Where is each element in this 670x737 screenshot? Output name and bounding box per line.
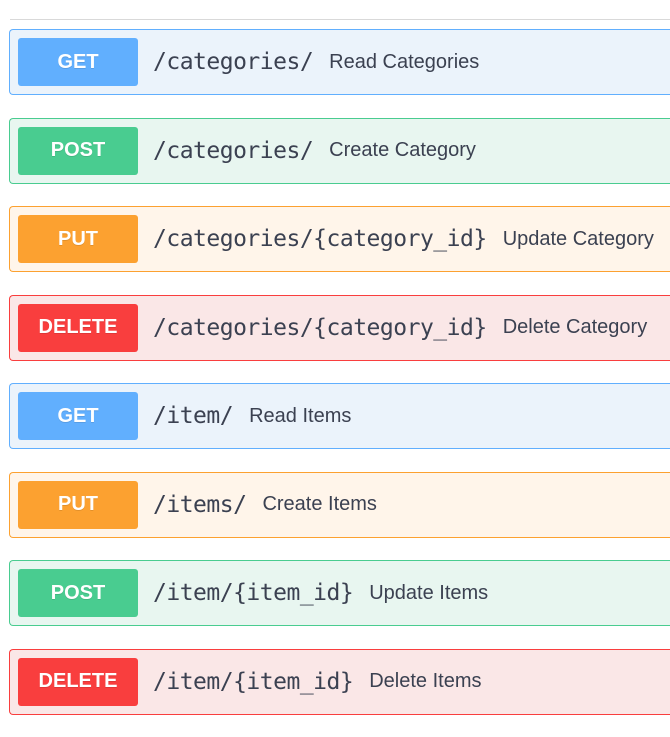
endpoint-summary: Delete Items: [369, 670, 482, 692]
endpoint-path: /categories/{category_id}: [153, 226, 487, 252]
endpoint-path: /categories/: [153, 137, 314, 164]
endpoint-path: /categories/: [153, 49, 314, 75]
method-badge: DELETE: [18, 303, 138, 352]
method-badge: POST: [18, 569, 138, 617]
method-badge: PUT: [18, 215, 138, 263]
method-badge: GET: [18, 392, 138, 440]
endpoint-path: /item/{item_id}: [153, 668, 354, 695]
method-badge: POST: [18, 126, 138, 175]
operation-get-items[interactable]: GET /item/ Read Items: [9, 383, 670, 449]
endpoint-summary: Update Category: [502, 227, 654, 250]
endpoint-path: /item/: [153, 403, 234, 429]
operation-delete-item[interactable]: DELETE /item/{item_id} Delete Items: [9, 648, 670, 715]
endpoint-summary: Read Categories: [329, 50, 480, 73]
endpoint-summary: Create Category: [329, 139, 476, 161]
endpoint-summary: Create Items: [262, 493, 377, 515]
operation-delete-category[interactable]: DELETE /categories/{category_id} Delete …: [9, 294, 670, 361]
operation-post-categories[interactable]: POST /categories/ Create Category: [9, 117, 670, 184]
endpoint-path: /items/: [153, 491, 247, 518]
operation-list: GET /categories/ Read Categories POST /c…: [9, 29, 670, 737]
operation-post-item[interactable]: POST /item/{item_id} Update Items: [9, 560, 670, 626]
endpoint-path: /item/{item_id}: [153, 580, 354, 606]
operation-put-items[interactable]: PUT /items/ Create Items: [9, 471, 670, 538]
method-badge: PUT: [18, 480, 138, 529]
endpoint-path: /categories/{category_id}: [153, 314, 487, 341]
operation-put-category[interactable]: PUT /categories/{category_id} Update Cat…: [9, 206, 670, 272]
operation-get-categories[interactable]: GET /categories/ Read Categories: [9, 29, 670, 95]
method-badge: DELETE: [18, 657, 138, 706]
top-divider: [10, 19, 670, 20]
endpoint-summary: Read Items: [249, 404, 352, 427]
method-badge: GET: [18, 38, 138, 86]
endpoint-summary: Update Items: [369, 581, 489, 604]
endpoint-summary: Delete Category: [502, 316, 648, 338]
